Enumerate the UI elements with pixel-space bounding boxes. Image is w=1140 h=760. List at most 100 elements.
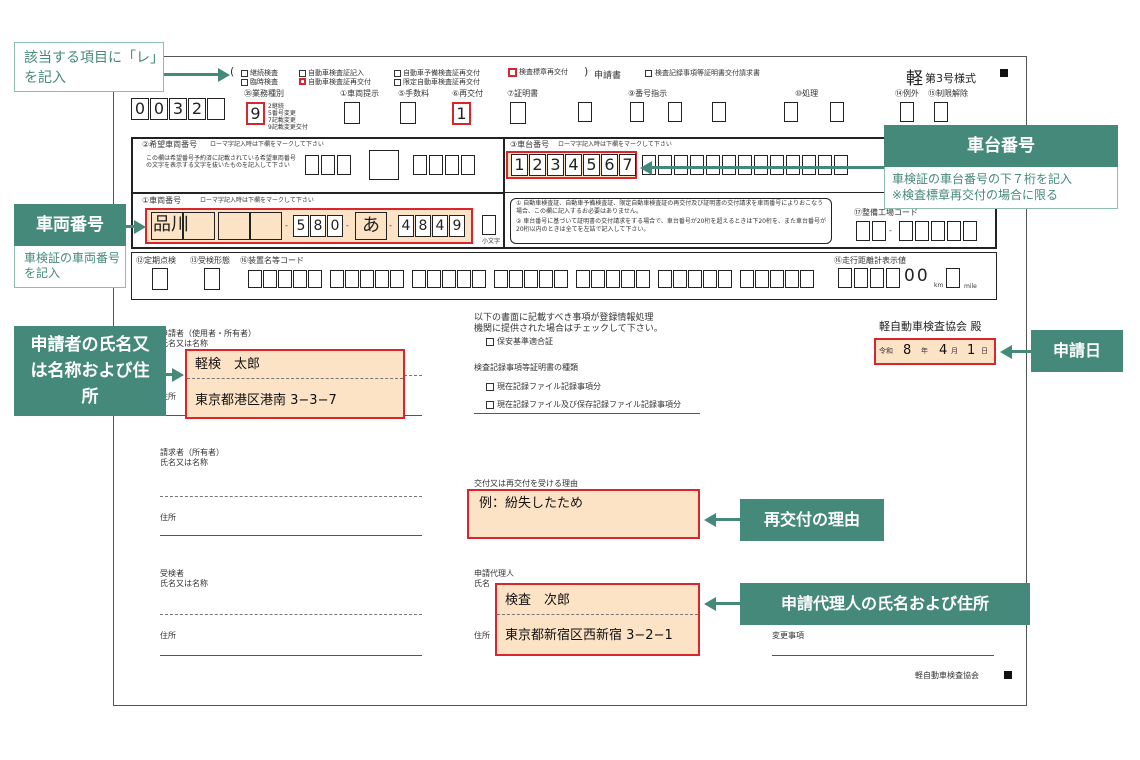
shadai-cell[interactable] xyxy=(754,155,768,175)
hosho-cell[interactable] xyxy=(800,270,814,288)
sharyo-num-digit[interactable]: 4 xyxy=(398,215,414,237)
sharyo-class-digit[interactable]: 0 xyxy=(327,215,343,237)
checkbox-rinji[interactable] xyxy=(241,79,248,86)
checkbox-kiroku-2[interactable] xyxy=(486,401,494,409)
checkbox-keizoku[interactable] xyxy=(241,70,248,77)
applicant-highlight[interactable] xyxy=(185,349,405,419)
sharyo-class-digit[interactable]: 5 xyxy=(293,215,309,237)
shadai-cell[interactable] xyxy=(690,155,704,175)
small-char-box[interactable] xyxy=(482,215,496,235)
soko-cell[interactable] xyxy=(854,268,868,288)
hosho-cell[interactable] xyxy=(360,270,374,288)
hosho-cell[interactable] xyxy=(755,270,769,288)
seibi-cell[interactable] xyxy=(947,221,961,241)
bango-shiji-box[interactable] xyxy=(578,102,592,122)
bango-shiji-box[interactable] xyxy=(668,102,682,122)
sharyo-num-digit[interactable]: 4 xyxy=(432,215,448,237)
seibi-cell[interactable] xyxy=(931,221,945,241)
checkbox-saikofu-checked[interactable] xyxy=(299,78,306,85)
sharyo-class-digit[interactable]: 8 xyxy=(310,215,326,237)
hosho-cell[interactable] xyxy=(703,270,717,288)
hosho-cell[interactable] xyxy=(509,270,523,288)
shadai-cell[interactable] xyxy=(834,155,848,175)
seibi-cell[interactable] xyxy=(856,221,870,241)
date-highlight[interactable] xyxy=(874,338,996,365)
soko-cell[interactable] xyxy=(838,268,852,288)
hosho-cell[interactable] xyxy=(345,270,359,288)
bango-shiji-box[interactable] xyxy=(630,102,644,122)
seigen-kaijo-box[interactable] xyxy=(934,102,948,122)
hosho-cell[interactable] xyxy=(524,270,538,288)
shadai-cell[interactable] xyxy=(674,155,688,175)
shadai-digit[interactable]: 2 xyxy=(529,154,546,176)
hosho-cell[interactable] xyxy=(427,270,441,288)
tesuryo-box[interactable] xyxy=(400,102,416,124)
shadai-cell[interactable] xyxy=(818,155,832,175)
hosho-cell[interactable] xyxy=(472,270,486,288)
sharyo-area-cell[interactable] xyxy=(218,212,250,240)
kibou-cell[interactable] xyxy=(445,155,459,175)
sharyo-kana[interactable]: あ xyxy=(355,212,387,240)
checkbox-gentei[interactable] xyxy=(394,79,401,86)
hosho-cell[interactable] xyxy=(390,270,404,288)
hosho-cell[interactable] xyxy=(740,270,754,288)
hosho-cell[interactable] xyxy=(718,270,732,288)
hosho-cell[interactable] xyxy=(591,270,605,288)
hosho-cell[interactable] xyxy=(539,270,553,288)
sharyo-num-digit[interactable]: 8 xyxy=(415,215,431,237)
shadai-digit[interactable]: 3 xyxy=(547,154,564,176)
teiki-box[interactable] xyxy=(152,268,168,290)
shadai-digit[interactable]: 1 xyxy=(511,154,528,176)
hosho-cell[interactable] xyxy=(278,270,292,288)
checkbox-kiroku-1[interactable] xyxy=(486,383,494,391)
shadai-cell[interactable] xyxy=(706,155,720,175)
sharyo-teiji-box[interactable] xyxy=(344,102,360,124)
saikofu-value-box[interactable]: 1 xyxy=(452,102,471,125)
shomeisho-box[interactable] xyxy=(510,102,526,124)
kibou-cell[interactable] xyxy=(413,155,427,175)
sharyo-num-digit[interactable]: 9 xyxy=(449,215,465,237)
soko-unit-box[interactable] xyxy=(946,268,960,288)
shadai-cell[interactable] xyxy=(738,155,752,175)
hosho-cell[interactable] xyxy=(494,270,508,288)
shadai-cell[interactable] xyxy=(802,155,816,175)
hosho-cell[interactable] xyxy=(442,270,456,288)
hosho-cell[interactable] xyxy=(554,270,568,288)
hosho-cell[interactable] xyxy=(621,270,635,288)
shori-box[interactable] xyxy=(830,102,844,122)
jushin-box[interactable] xyxy=(204,268,220,290)
hosho-cell[interactable] xyxy=(248,270,262,288)
kibou-kana-box[interactable] xyxy=(369,150,399,180)
hosho-cell[interactable] xyxy=(330,270,344,288)
shadai-cell[interactable] xyxy=(722,155,736,175)
hosho-cell[interactable] xyxy=(457,270,471,288)
kibou-cell[interactable] xyxy=(337,155,351,175)
soko-cell[interactable] xyxy=(886,268,900,288)
seibi-cell[interactable] xyxy=(915,221,929,241)
kibou-cell[interactable] xyxy=(305,155,319,175)
hosho-cell[interactable] xyxy=(636,270,650,288)
checkbox-hoan[interactable] xyxy=(486,338,494,346)
sharyo-area-cell[interactable] xyxy=(250,212,282,240)
reason-highlight[interactable] xyxy=(467,489,700,539)
shadai-cell[interactable] xyxy=(658,155,672,175)
hosho-cell[interactable] xyxy=(293,270,307,288)
shadai-cell[interactable] xyxy=(786,155,800,175)
shadai-digit[interactable]: 6 xyxy=(601,154,618,176)
sharyo-area-cell[interactable] xyxy=(151,212,183,240)
hosho-cell[interactable] xyxy=(785,270,799,288)
seibi-cell[interactable] xyxy=(899,221,913,241)
hosho-cell[interactable] xyxy=(688,270,702,288)
hosho-cell[interactable] xyxy=(606,270,620,288)
hosho-cell[interactable] xyxy=(576,270,590,288)
shadai-cell[interactable] xyxy=(770,155,784,175)
seibi-cell[interactable] xyxy=(872,221,886,241)
checkbox-yobi[interactable] xyxy=(394,70,401,77)
hosho-cell[interactable] xyxy=(412,270,426,288)
hosho-cell[interactable] xyxy=(375,270,389,288)
shadai-digit[interactable]: 5 xyxy=(583,154,600,176)
hosho-cell[interactable] xyxy=(658,270,672,288)
hosho-cell[interactable] xyxy=(263,270,277,288)
shori-box[interactable] xyxy=(784,102,798,122)
kibou-cell[interactable] xyxy=(429,155,443,175)
